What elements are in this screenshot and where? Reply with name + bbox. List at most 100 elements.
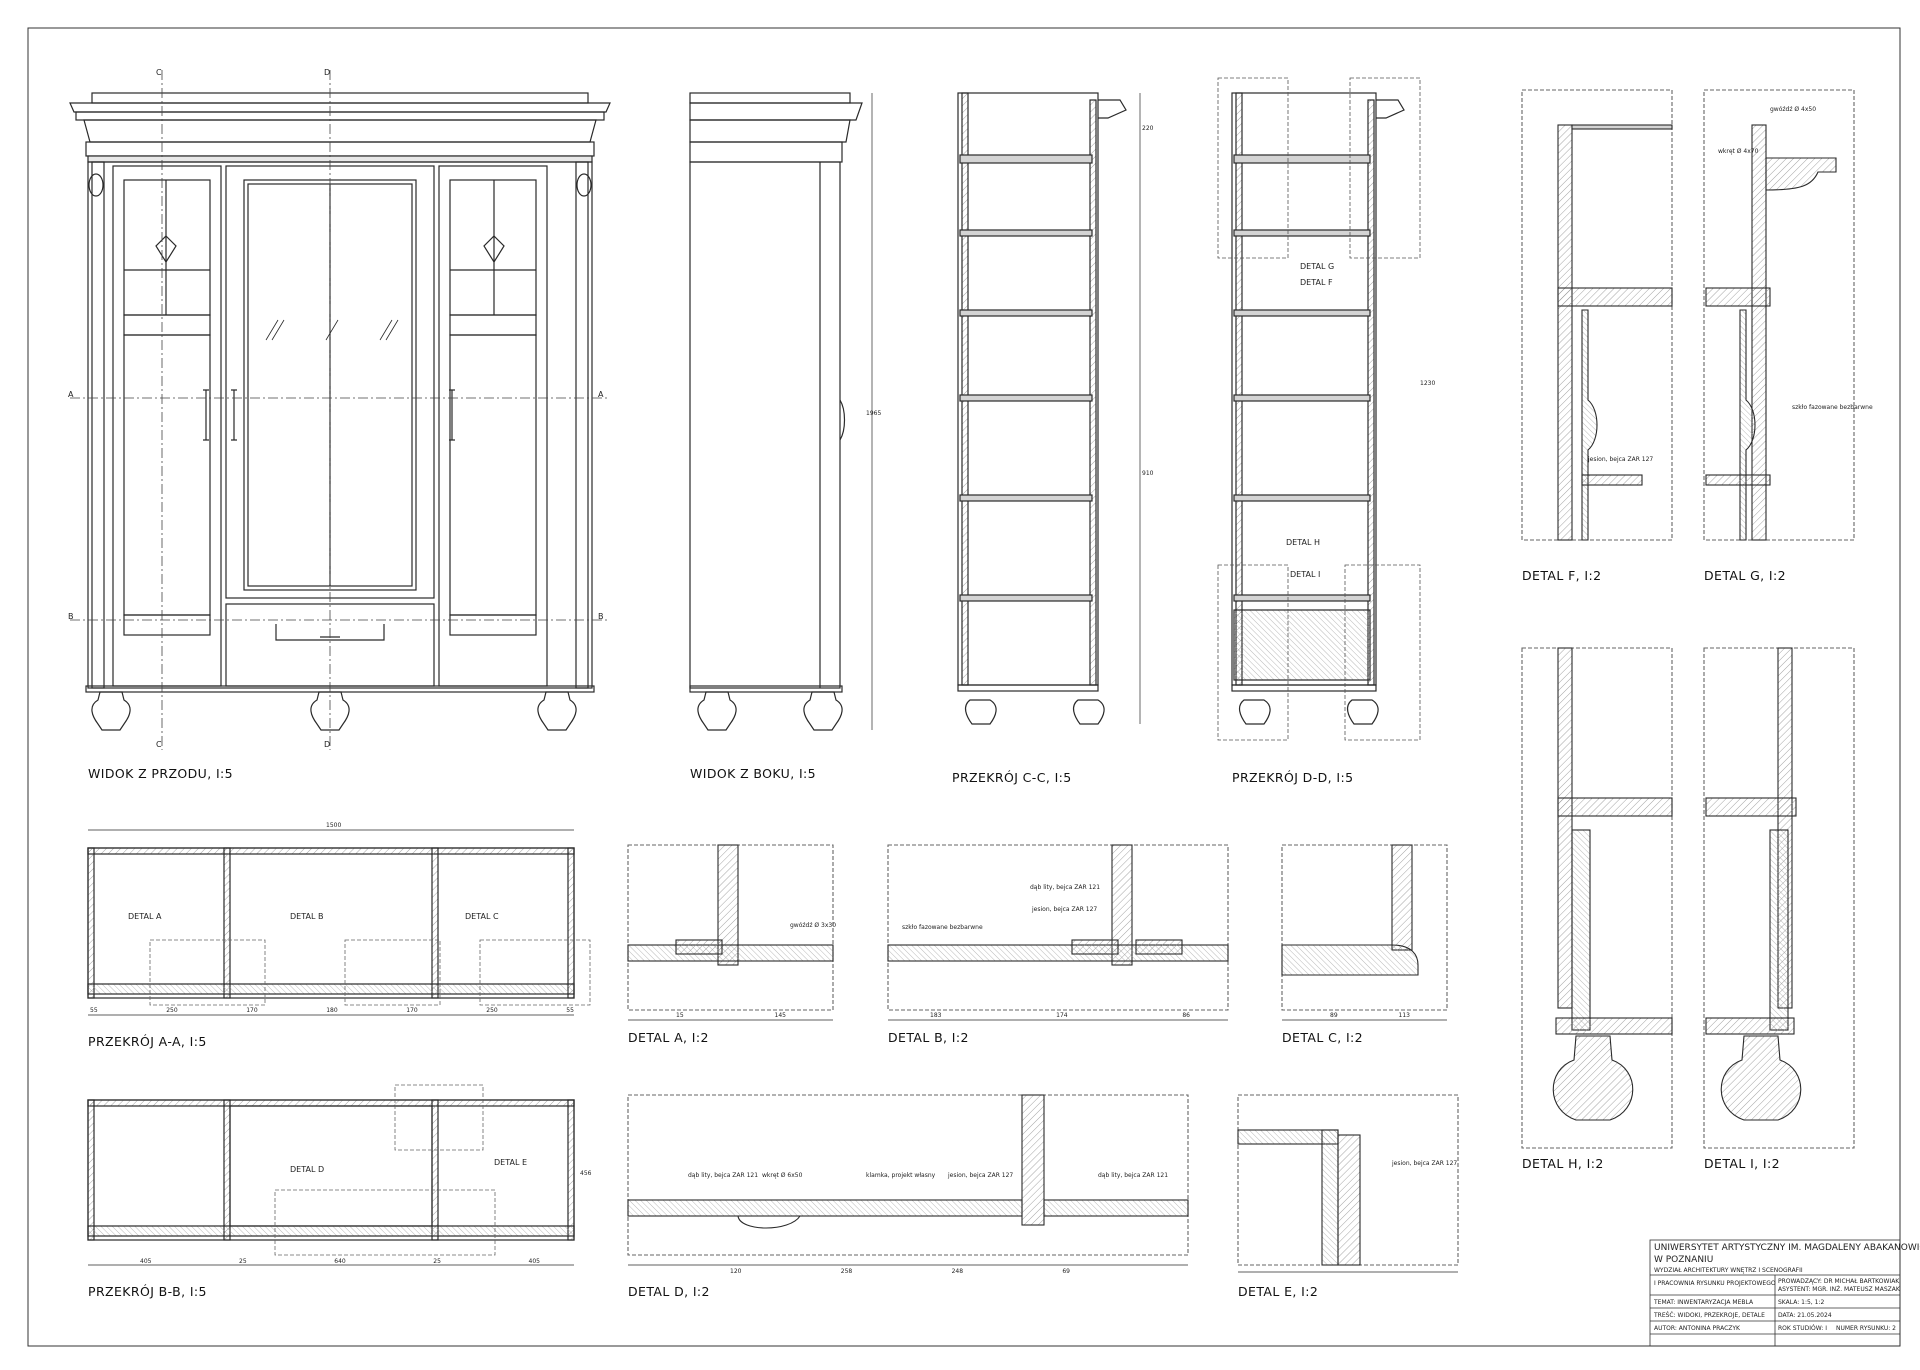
tb-scale: SKALA: 1:5, 1:2 [1778,1299,1825,1306]
note-dowel-4x70: wkręt Ø 4x70 [1718,148,1759,155]
note-dowel-3x30: gwóźdź Ø 3x30 [790,922,837,929]
dim-aa-0: 55 [90,1007,98,1014]
tb-faculty: WYDZIAŁ ARCHITEKTURY WNĘTRZ I SCENOGRAFI… [1654,1267,1803,1274]
detail-f-label: DETAL F, I:2 [1522,568,1602,583]
front-feet [91,691,577,731]
section-bb-label: PRZEKRÓJ B-B, I:5 [88,1284,207,1299]
dim-c-3: 113 [1398,1012,1410,1019]
dim-row-det-c: 89 113 [1330,1012,1410,1019]
dim-d-5: 248 [951,1268,964,1275]
tb-university: UNIWERSYTET ARTYSTYCZNY IM. MAGDALENY AB… [1654,1243,1920,1253]
section-cc [957,92,1141,725]
detail-d-label: DETAL D, I:2 [628,1284,710,1299]
section-lines [70,70,610,750]
callout-detail-h: DETAL H [1286,538,1320,547]
note-ash-b: jesion, bejca ZAR 127 [1032,906,1098,913]
note-ash-d: jesion, bejca ZAR 127 [948,1172,1014,1179]
dim-row-det-a: 15 145 [676,1012,786,1019]
dim-c-1: 89 [1330,1012,1338,1019]
tb-sheet: NUMER RYSUNKU: 2 [1836,1325,1896,1332]
callout-detail-e: DETAL E [494,1158,528,1167]
section-mark-d-bottom: D [324,740,331,749]
detail-b-label: DETAL B, I:2 [888,1030,969,1045]
dim-a-0: 15 [676,1012,684,1019]
dim-d-1: 258 [840,1268,853,1275]
section-mark-c-top: C [156,68,162,77]
section-mark-c-bottom: C [156,740,162,749]
note-dowel-4x50: gwóźdź Ø 4x50 [1770,106,1817,113]
tb-year: ROK STUDIÓW: I [1778,1325,1827,1332]
section-mark-d-top: D [324,68,331,77]
dim-dd-main: 1230 [1420,380,1436,387]
section-aa [87,829,591,1016]
detail-c-drawing [1281,844,1448,1021]
dim-bb-1: 25 [239,1258,247,1265]
tb-lead: PROWADZĄCY: DR MICHAŁ BARTKOWIAK [1778,1278,1900,1285]
section-mark-b-left: B [68,612,74,621]
note-glass-g: szkło fazowane bezbarwne [1792,404,1873,411]
tb-topic: TEMAT: INWENTARYZACJA MEBLA [1654,1299,1754,1306]
callout-detail-d: DETAL D [290,1165,325,1174]
section-aa-label: PRZEKRÓJ A-A, I:5 [88,1034,207,1049]
dim-height: 1965 [866,410,882,417]
tb-content: TREŚĆ: WIDOKI, PRZEKROJE, DETALE [1654,1312,1765,1319]
callout-detail-f: DETAL F [1300,278,1333,287]
callout-detail-a: DETAL A [128,912,162,921]
dim-bb-2: 640 [334,1258,346,1265]
detail-i-drawing [1703,647,1855,1149]
note-handle: klamka, projekt własny [866,1172,936,1179]
detail-a-label: DETAL A, I:2 [628,1030,709,1045]
detail-c-label: DETAL C, I:2 [1282,1030,1364,1045]
note-ash-e: jesion, bejca ZAR 127 [1392,1160,1458,1167]
dim-d-0: 120 [730,1268,742,1275]
dd-detail-frames [1217,77,1421,741]
dim-d-8: 69 [1062,1268,1070,1275]
dim-width: 1500 [326,822,342,829]
dim-b-9: 86 [1182,1012,1190,1019]
note-plywood-d2: dąb lity, bejca ZAR 121 [1098,1172,1169,1179]
front-view [69,92,611,731]
section-bb [87,1084,575,1266]
dim-bb-4: 405 [528,1258,540,1265]
dim-bb-3: 25 [433,1258,441,1265]
dim-cc-mid: 910 [1142,470,1154,477]
note-glass: szkło fazowane bezbarwne [902,924,983,931]
dim-aa-8: 170 [406,1007,418,1014]
detail-e-label: DETAL E, I:2 [1238,1284,1319,1299]
tb-city: W POZNANIU [1654,1255,1714,1265]
tb-date: DATA: 21.05.2024 [1778,1312,1832,1319]
dim-aa-2: 250 [166,1007,178,1014]
dim-b-1: 183 [930,1012,942,1019]
callout-detail-b: DETAL B [290,912,324,921]
dim-aa-6: 170 [246,1007,258,1014]
tb-author: AUTOR: ANTONINA PRACZYK [1654,1325,1740,1332]
dim-cc-top: 220 [1142,125,1154,132]
dim-aa-7: 180 [326,1007,338,1014]
callout-detail-g: DETAL G [1300,262,1335,271]
detail-g-drawing [1703,89,1855,541]
dim-row-det-d: 120 258 248 69 [730,1268,1070,1275]
tb-assistant: ASYSTENT: MGR. INŻ. MATEUSZ MASZAK [1778,1286,1900,1293]
dim-aa-12: 250 [486,1007,498,1014]
side-view-label: WIDOK Z BOKU, I:5 [690,766,817,781]
section-mark-b-right: B [598,612,604,621]
note-dowel-6x50: wkręt Ø 6x50 [762,1172,803,1179]
front-view-label: WIDOK Z PRZODU, I:5 [88,766,234,781]
note-ash-f: jesion, bejca ZAR 127 [1588,456,1654,463]
title-block [1649,1239,1901,1347]
tb-studio: I PRACOWNIA RYSUNKU PROJEKTOWEGO [1654,1280,1776,1287]
side-view [689,92,873,731]
callout-detail-c: DETAL C [465,912,499,921]
dim-bb-0: 405 [140,1258,152,1265]
dim-depth: 456 [580,1170,592,1177]
detail-e-drawing [1237,1094,1459,1273]
note-plywood-d: dąb lity, bejca ZAR 121 [688,1172,759,1179]
detail-h-drawing [1521,647,1673,1149]
note-plywood-b: dąb lity, bejca ZAR 121 [1030,884,1101,891]
dim-row-bb: 405 25 640 25 405 [140,1258,540,1265]
dim-row-aa: 55 250 170 180 170 250 55 [90,1007,574,1014]
callout-detail-i: DETAL I [1290,570,1321,579]
detail-b-drawing [887,844,1229,1021]
detail-i-label: DETAL I, I:2 [1704,1156,1780,1171]
